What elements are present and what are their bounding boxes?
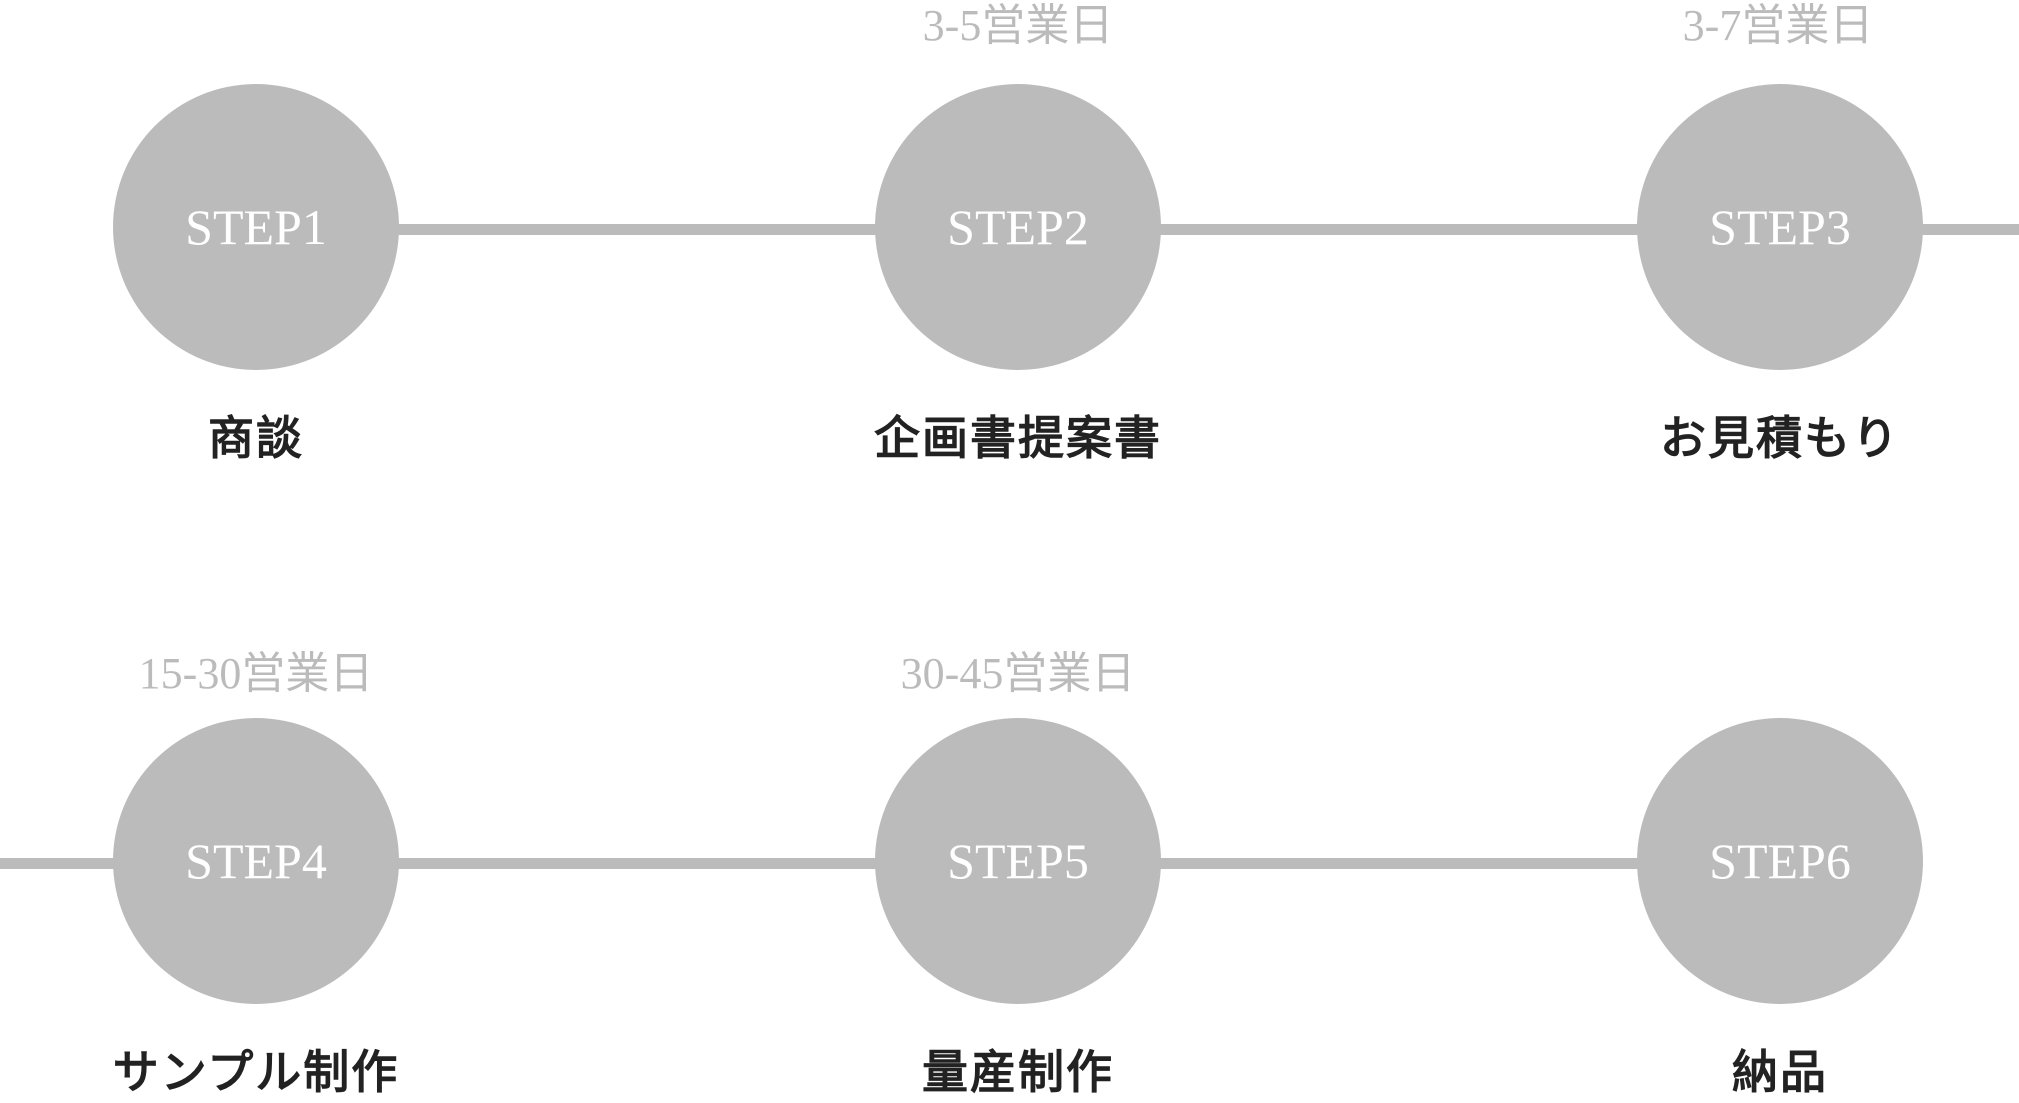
connector-step3-continue: [1922, 224, 2019, 235]
step-name-1: 商談: [208, 411, 304, 465]
step-duration-2: 3-5営業日: [922, 1, 1114, 50]
step-label-6: STEP6: [1709, 833, 1851, 889]
step-label-3: STEP3: [1709, 199, 1851, 255]
connector-step1-step2: [398, 224, 878, 235]
step-circle-6: STEP6: [1637, 718, 1923, 1004]
step-name-3: お見積もり: [1660, 411, 1900, 465]
connector-step2-step3: [1160, 224, 1640, 235]
step-duration-3: 3-7営業日: [1682, 1, 1874, 50]
step-label-5: STEP5: [947, 833, 1089, 889]
step-name-6: 納品: [1732, 1045, 1828, 1099]
connector-step5-step6: [1160, 858, 1640, 869]
step-circle-1: STEP1: [113, 84, 399, 370]
step-name-4: サンプル制作: [112, 1045, 400, 1099]
step-name-5: 量産制作: [922, 1045, 1114, 1099]
step-label-2: STEP2: [947, 199, 1089, 255]
step-circle-2: STEP2: [875, 84, 1161, 370]
step-duration-4: 15-30営業日: [138, 649, 374, 698]
step-circle-4: STEP4: [113, 718, 399, 1004]
step-circle-3: STEP3: [1637, 84, 1923, 370]
step-duration-5: 30-45営業日: [900, 649, 1136, 698]
step-label-1: STEP1: [185, 199, 327, 255]
step-name-2: 企画書提案書: [874, 411, 1162, 465]
step-circle-5: STEP5: [875, 718, 1161, 1004]
connector-continue-step4: [0, 858, 116, 869]
connector-step4-step5: [398, 858, 878, 869]
step-label-4: STEP4: [185, 833, 327, 889]
